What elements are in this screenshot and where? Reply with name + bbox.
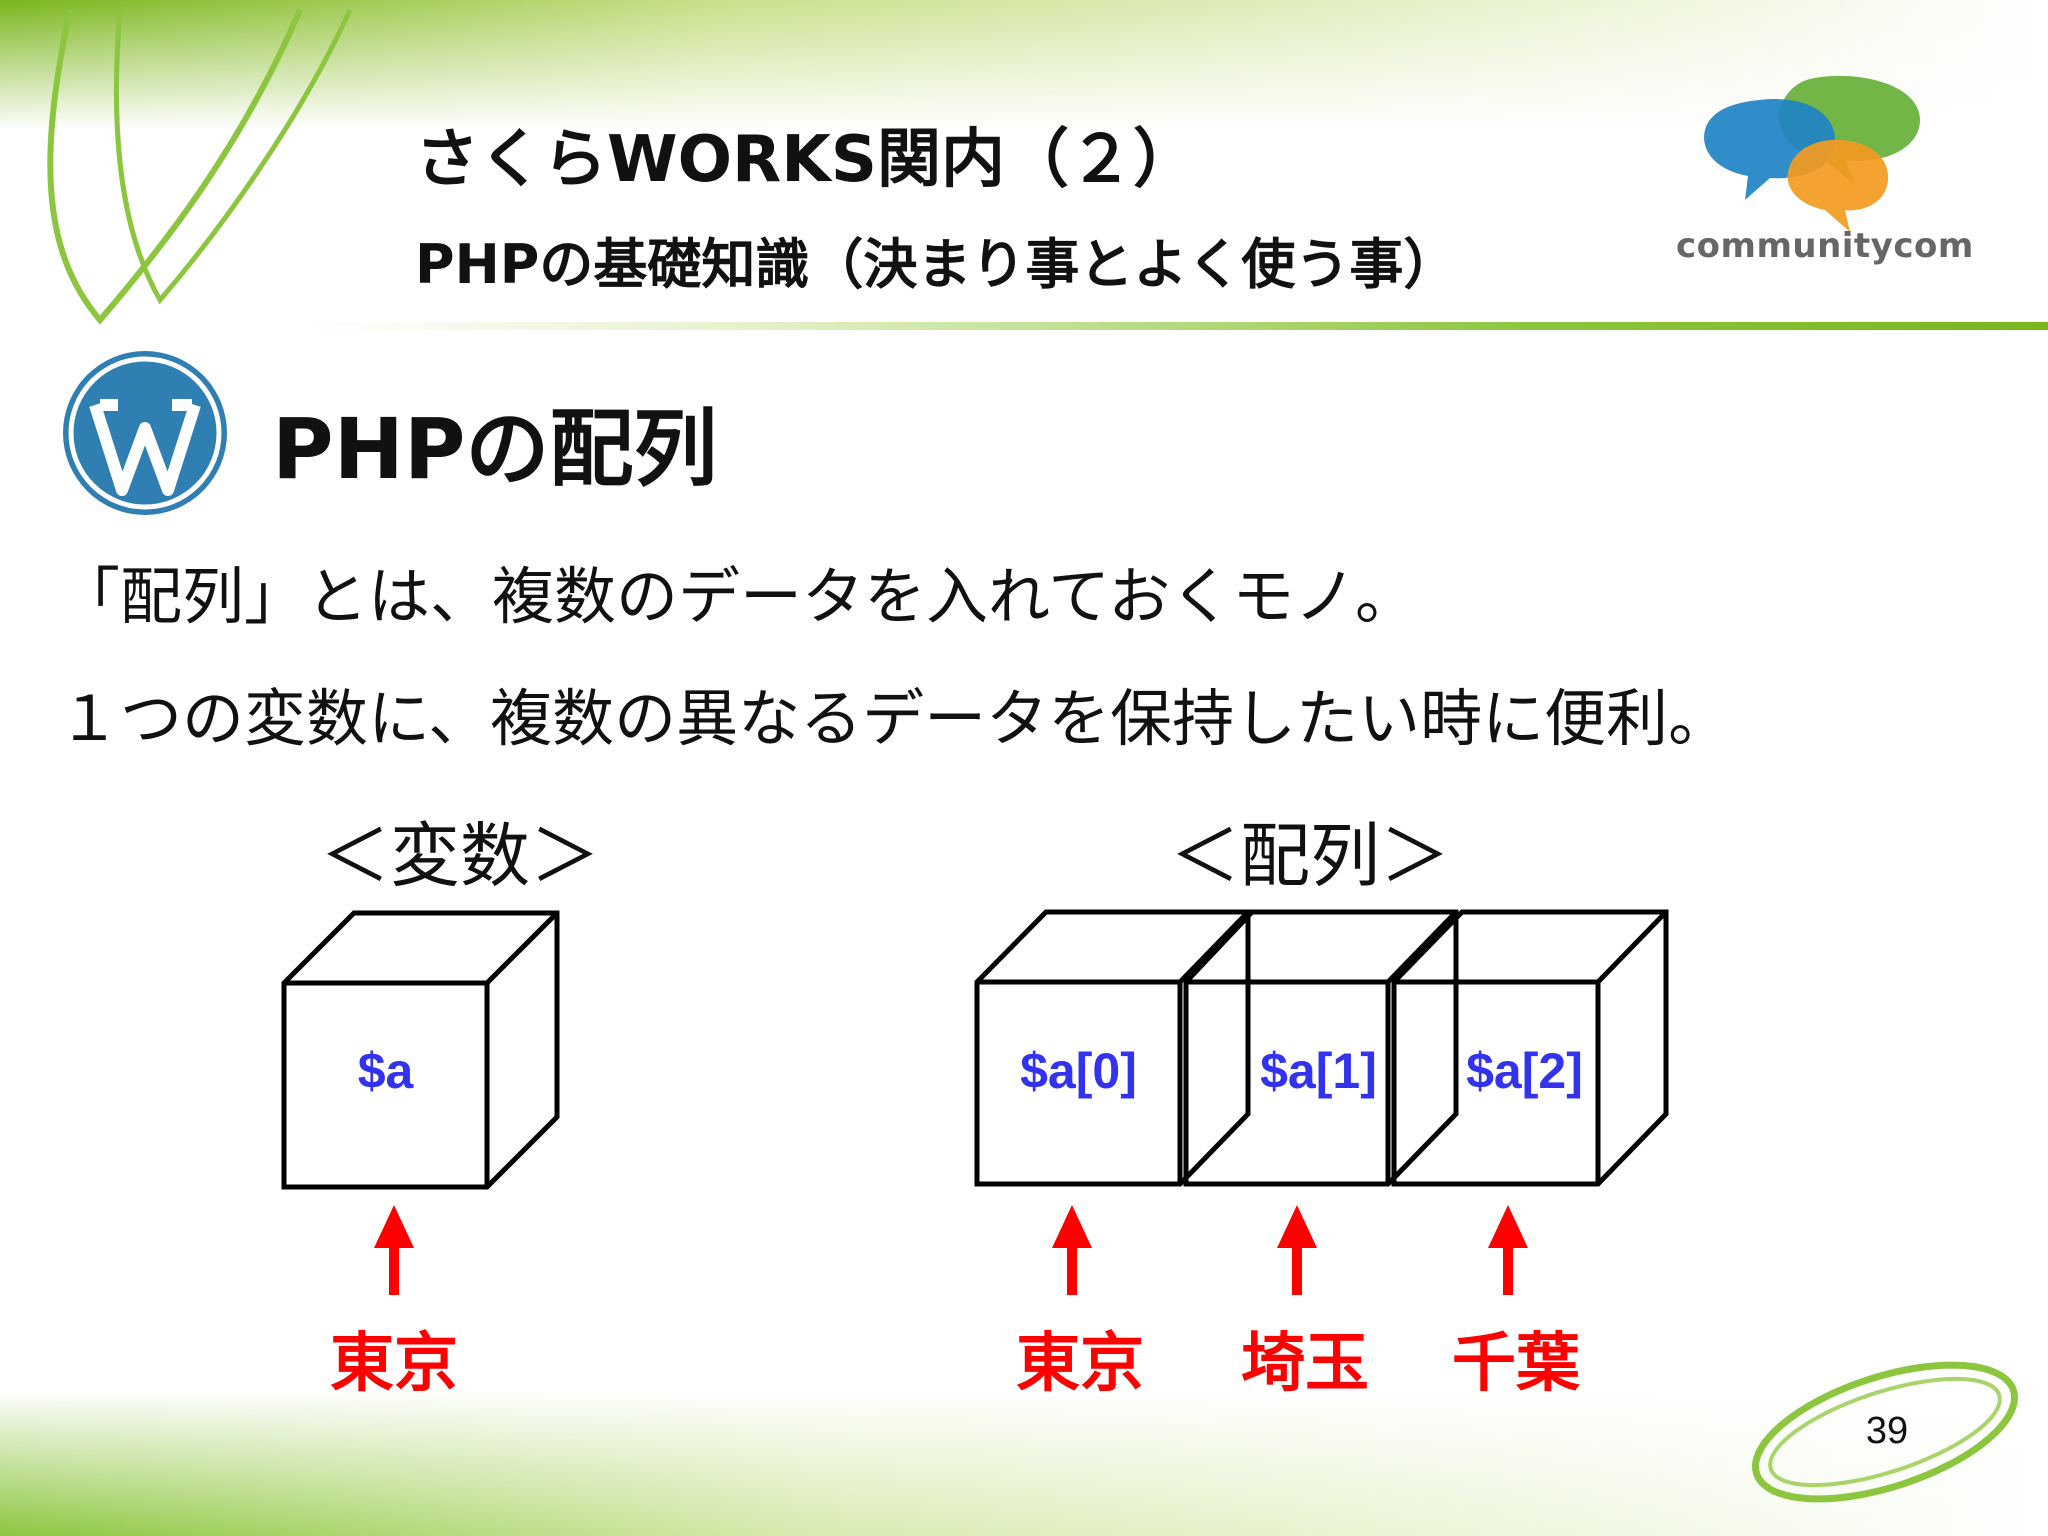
swoosh-decoration <box>47 8 303 325</box>
array-element-label: $a[2] <box>1466 1043 1583 1099</box>
variable-value: 東京 <box>330 1327 458 1401</box>
slide-subtitle: PHPの基礎知識（決まり事とよく使う事） <box>415 233 1458 296</box>
array-element-label: $a[0] <box>1020 1043 1137 1099</box>
description-line: １つの変数に、複数の異なるデータを保持したい時に便利。 <box>58 682 1731 755</box>
slide-title: さくらWORKS関内（２） <box>415 123 1197 197</box>
array-box-2 <box>1391 909 1669 1187</box>
variable-section-label: ＜変数＞ <box>320 815 600 897</box>
section-heading: PHPの配列 <box>272 400 718 498</box>
array-element-label: $a[1] <box>1260 1043 1377 1099</box>
array-value: 埼玉 <box>1241 1327 1369 1401</box>
variable-name-label: $a <box>357 1043 414 1099</box>
communitycom-logo-icon <box>1704 75 1920 232</box>
array-box-0 <box>974 909 1251 1187</box>
arrow-up-icon <box>1488 1205 1528 1295</box>
array-value: 千葉 <box>1452 1327 1580 1401</box>
header-underline <box>300 322 2048 330</box>
array-value: 東京 <box>1016 1327 1144 1401</box>
page-number-ring <box>1751 1361 2019 1503</box>
wordpress-logo-icon <box>63 351 227 515</box>
array-box-1 <box>1183 909 1459 1187</box>
logo-text: communitycom <box>1676 226 1974 266</box>
array-section-label: ＜配列＞ <box>1170 815 1450 897</box>
variable-box <box>281 910 560 1190</box>
description-line: 「配列」とは、複数のデータを入れておくモノ。 <box>58 560 1418 633</box>
arrow-up-icon <box>1052 1205 1092 1295</box>
arrow-up-icon <box>374 1205 414 1295</box>
page-number: 39 <box>1865 1410 1909 1452</box>
arrow-up-icon <box>1277 1205 1317 1295</box>
